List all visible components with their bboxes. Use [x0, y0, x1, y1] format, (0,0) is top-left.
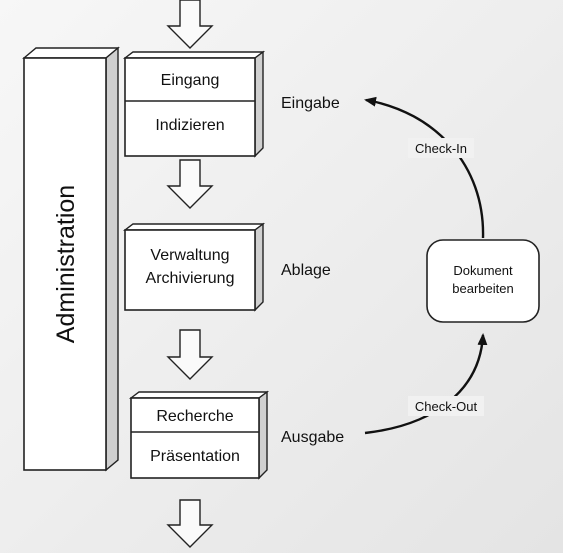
- flow-arrow-bottom: [166, 499, 214, 548]
- check-in-label-bg: [408, 138, 474, 158]
- flow-arrow-eingabe-ablage: [166, 159, 214, 209]
- eingabe-label: Eingabe: [281, 95, 340, 112]
- document-line2: bearbeiten: [452, 281, 513, 296]
- flow-arrow-ablage-ausgabe: [166, 329, 214, 380]
- check-in-label: Check-In: [415, 141, 467, 156]
- ausgabe-label: Ausgabe: [281, 429, 344, 446]
- document-line1: Dokument: [453, 263, 513, 278]
- check-out-label-bg: [408, 396, 484, 416]
- ablage-label: Ablage: [281, 262, 331, 279]
- verwaltung-label: Verwaltung: [150, 247, 229, 264]
- block-ausgabe: Recherche Präsentation: [128, 390, 270, 480]
- block-eingabe: Eingang Indizieren: [122, 50, 266, 158]
- recherche-label: Recherche: [156, 408, 233, 425]
- document-edit-box: Dokument bearbeiten: [426, 239, 540, 323]
- praesentation-label: Präsentation: [150, 448, 240, 465]
- archivierung-label: Archivierung: [146, 270, 235, 287]
- block-ablage: Verwaltung Archivierung: [122, 222, 266, 312]
- indizieren-label: Indizieren: [155, 117, 224, 134]
- administration-bar: Administration: [22, 46, 120, 472]
- check-out-label: Check-Out: [415, 399, 478, 414]
- flow-arrow-top: [166, 0, 214, 49]
- administration-label: Administration: [52, 185, 80, 343]
- eingang-label: Eingang: [161, 72, 220, 89]
